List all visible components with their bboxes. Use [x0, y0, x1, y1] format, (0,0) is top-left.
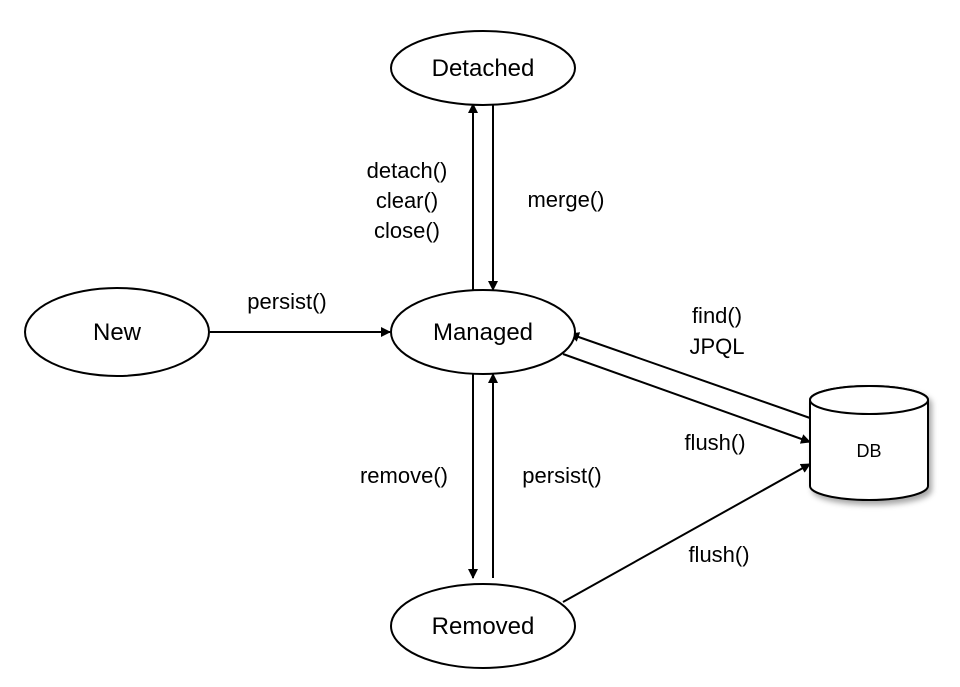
- node-removed: Removed: [390, 583, 576, 669]
- label-clear: clear(): [376, 188, 438, 213]
- label-persist-removed: persist(): [522, 463, 601, 488]
- label-merge: merge(): [527, 187, 604, 212]
- label-flush-managed: flush(): [684, 430, 745, 455]
- node-detached: Detached: [390, 30, 576, 106]
- node-managed-label: Managed: [433, 319, 533, 346]
- node-detached-label: Detached: [432, 55, 535, 82]
- label-flush-removed: flush(): [688, 542, 749, 567]
- node-removed-label: Removed: [432, 613, 535, 640]
- edge-db-to-managed: [569, 332, 811, 419]
- node-new-label: New: [93, 319, 142, 346]
- label-jpql: JPQL: [689, 334, 744, 359]
- edge-managed-to-db: [562, 353, 811, 444]
- label-detach: detach(): [367, 158, 448, 183]
- label-close: close(): [374, 218, 440, 243]
- label-find: find(): [692, 303, 742, 328]
- node-db: [808, 385, 930, 501]
- node-db-label: DB: [856, 441, 881, 461]
- label-persist-new: persist(): [247, 289, 326, 314]
- database-top: [808, 385, 930, 415]
- node-new: New: [24, 287, 210, 377]
- edge-removed-to-db: [562, 463, 811, 603]
- node-managed: Managed: [390, 289, 576, 375]
- label-remove: remove(): [360, 463, 448, 488]
